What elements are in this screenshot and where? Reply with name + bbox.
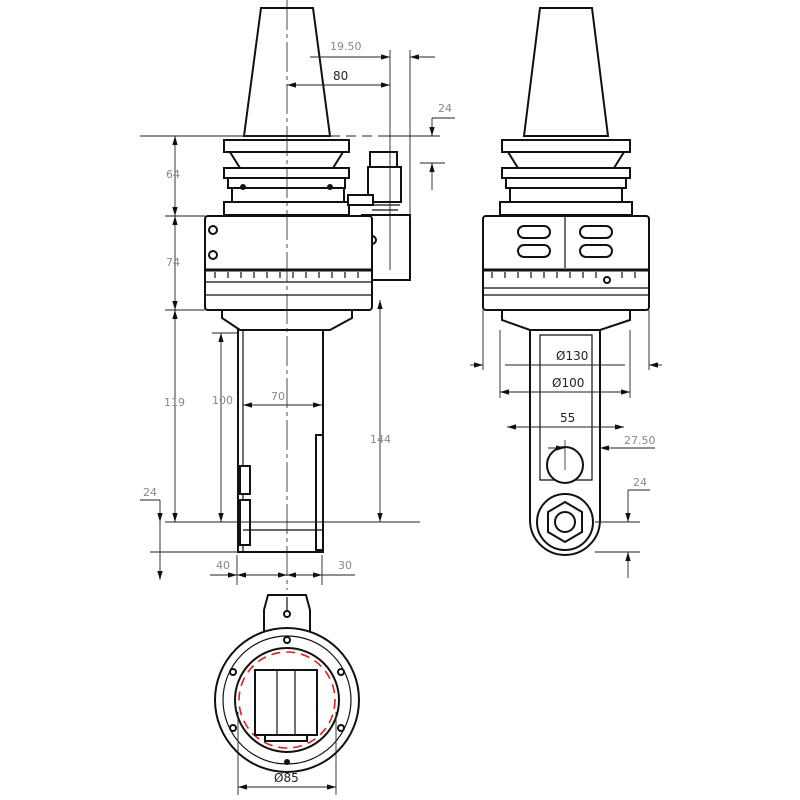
front-view: Ø130 Ø100 55 27.50 24 xyxy=(470,7,662,578)
dim-74: 74 xyxy=(166,256,180,269)
dim-144: 144 xyxy=(370,433,391,446)
dim-27-50: 27.50 xyxy=(624,434,656,447)
dim-clamp-24: 24 xyxy=(438,102,452,115)
dim-dia-130: Ø130 xyxy=(556,349,588,363)
dim-64: 64 xyxy=(166,168,180,181)
front-dimensions: Ø130 Ø100 55 27.50 24 xyxy=(470,310,662,578)
front-slots xyxy=(517,225,613,258)
front-body-housing xyxy=(482,215,650,311)
dim-119: 119 xyxy=(164,396,185,409)
side-dimensions: 19.50 80 24 64 74 119 100 70 144 24 40 3… xyxy=(140,40,455,585)
side-arm xyxy=(237,329,324,553)
bottom-view: Ø85 xyxy=(214,594,360,795)
dim-dia-85: Ø85 xyxy=(274,771,299,785)
dim-100: 100 xyxy=(212,394,233,407)
dim-19-50: 19.50 xyxy=(330,40,362,53)
dim-dia-100: Ø100 xyxy=(552,376,584,390)
front-nut xyxy=(536,493,594,551)
bottom-arm-block xyxy=(254,669,318,742)
side-scale-ring xyxy=(205,268,372,296)
dim-70: 70 xyxy=(271,390,285,403)
dim-30: 30 xyxy=(338,559,352,572)
front-scale-ring xyxy=(483,268,649,296)
dim-40: 40 xyxy=(216,559,230,572)
bottom-hidden-circle xyxy=(238,651,336,749)
front-flange xyxy=(499,139,633,216)
dim-front-24: 24 xyxy=(633,476,647,489)
front-neck xyxy=(501,309,631,331)
dim-80: 80 xyxy=(333,69,348,83)
bottom-bolt-holes xyxy=(229,636,345,765)
side-view: 19.50 80 24 64 74 119 100 70 144 24 40 3… xyxy=(140,0,455,590)
front-taper-shank xyxy=(522,7,610,137)
dim-bottom-24: 24 xyxy=(143,486,157,499)
side-body-housing xyxy=(204,215,373,311)
dim-55: 55 xyxy=(560,411,575,425)
side-flange xyxy=(223,139,350,216)
